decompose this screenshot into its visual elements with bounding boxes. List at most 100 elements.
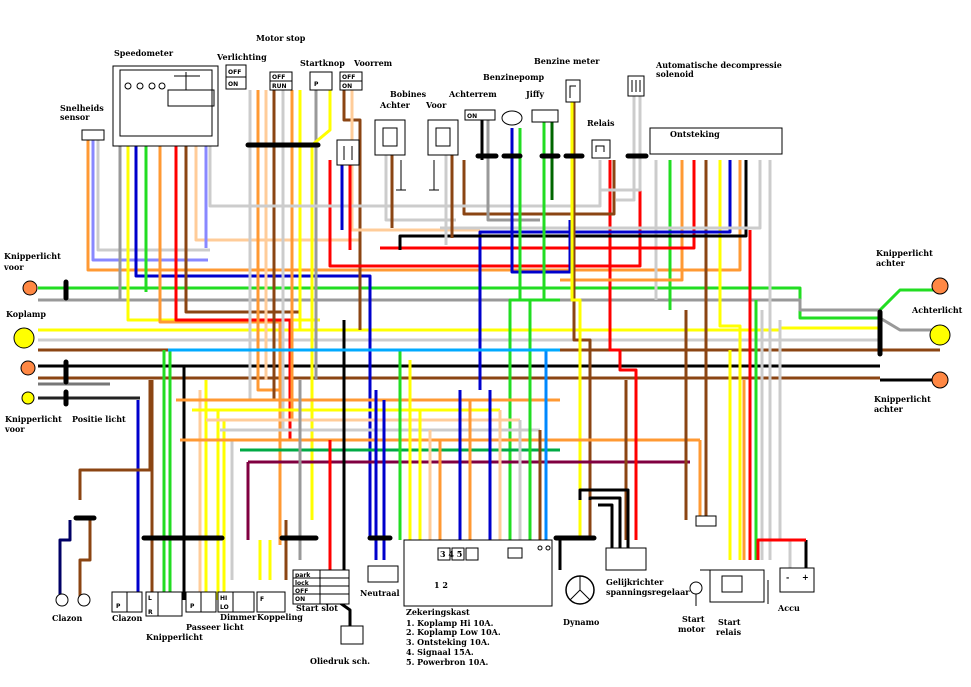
mark-slot-off: OFF — [295, 588, 308, 595]
label-positie-licht: Positie licht — [72, 414, 126, 424]
mark-fuse-top: 3 4 5 — [440, 549, 462, 559]
oliedruk-switch — [340, 625, 364, 645]
connector-blank — [695, 515, 717, 527]
mark-verl-on: ON — [228, 81, 238, 88]
label-zekeringskast: Zekeringskast — [406, 607, 470, 617]
label-jiffy: Jiffy — [525, 89, 544, 99]
label-knipper-achter-top-2: achter — [876, 258, 906, 268]
benzinepomp — [501, 110, 523, 126]
label-passeer-licht: Passeer licht — [186, 622, 244, 632]
mark-fuse-nums: 1 2 — [434, 580, 448, 590]
mark-rem-on: ON — [342, 83, 352, 90]
label-motor-stop: Motor stop — [256, 33, 306, 43]
label-startknop: Startknop — [300, 58, 345, 68]
label-knipper-voor-2: voor — [3, 262, 24, 272]
label-voorrem: Voorrem — [353, 58, 393, 68]
ontsteking-unit — [649, 127, 783, 155]
mark-slot-on: ON — [295, 596, 305, 603]
mark-verl-off: OFF — [228, 69, 241, 76]
mark-koppeling-f: F — [260, 596, 264, 603]
label-knipper-achter-top-1: Knipperlicht — [876, 248, 933, 258]
label-knipper-voor-bot-2: voor — [4, 424, 25, 434]
label-knipperlicht-switch: Knipperlicht — [146, 632, 203, 642]
label-bobines: Bobines — [390, 89, 427, 99]
regulator-box — [605, 547, 647, 571]
clazon-switch — [111, 591, 143, 613]
label-achterlicht: Achterlicht — [911, 305, 963, 315]
label-ontsteking: Ontsteking — [670, 129, 720, 139]
passeer-switch — [185, 591, 217, 613]
label-knipper-achter-bot-1: Knipperlicht — [874, 394, 931, 404]
mark-passeer-p: P — [190, 603, 195, 610]
fuse-4: 4. Signaal 15A. — [406, 647, 474, 657]
zekeringskast-box — [403, 539, 553, 607]
speedometer — [112, 65, 219, 147]
mark-dimmer-hi: HI — [220, 595, 227, 602]
label-neutraal: Neutraal — [360, 588, 400, 598]
lamps — [13, 277, 951, 405]
spark-plug-rear — [336, 139, 360, 166]
start-motor — [689, 569, 713, 606]
label-start-motor-2: motor — [678, 624, 706, 634]
label-start-relais-1: Start — [718, 617, 741, 627]
bobine-rear — [374, 119, 406, 191]
label-snelheids: Snelheids — [60, 103, 104, 113]
fuse-3: 3. Ontsteking 10A. — [406, 637, 490, 647]
clazon-horns — [55, 593, 91, 607]
mark-accu-plus: + — [802, 572, 809, 582]
label-achter: Achter — [379, 100, 411, 110]
mark-slot-park: park — [295, 572, 311, 579]
neutraal-switch — [367, 565, 399, 583]
label-voor: Voor — [425, 100, 447, 110]
voorrem-switch — [339, 71, 363, 91]
label-sensor: sensor — [60, 112, 90, 122]
dimmer-switch — [217, 591, 255, 613]
speed-sensor — [81, 129, 105, 141]
label-start-motor-1: Start — [682, 614, 705, 624]
verlichting-switch — [225, 64, 247, 90]
jiffy-switch — [531, 109, 559, 123]
label-oliedruk: Oliedruk sch. — [310, 656, 370, 666]
label-auto-decomp: Automatische decompressie — [655, 60, 782, 70]
label-benzine-meter: Benzine meter — [534, 56, 600, 66]
mark-rem-off: OFF — [342, 74, 355, 81]
label-start-slot: Start slot — [296, 603, 338, 613]
koppeling-switch — [256, 591, 286, 613]
label-verlichting: Verlichting — [216, 52, 267, 62]
bobine-front — [427, 119, 459, 191]
label-koppeling: Koppeling — [257, 612, 303, 622]
relais-box — [591, 139, 611, 159]
mark-start-p: P — [314, 81, 319, 88]
label-koplamp: Koplamp — [6, 309, 46, 319]
mark-dimmer-lo: LO — [220, 604, 229, 611]
mark-knipper-l: L — [148, 595, 152, 602]
mark-slot-lock: lock — [295, 580, 310, 587]
label-solenoid: solenoid — [656, 69, 694, 79]
mark-clazon-p: P — [116, 603, 121, 610]
accu-battery — [767, 567, 815, 604]
fuse-2: 2. Koplamp Low 10A. — [406, 627, 501, 637]
start-relais-box — [709, 569, 765, 603]
fuse-5: 5. Powerbron 10A. — [406, 657, 489, 667]
label-start-relais-2: relais — [716, 627, 742, 637]
label-benzinepomp: Benzinepomp — [483, 72, 545, 82]
motor-stop-switch — [269, 71, 293, 91]
mark-achterrem-on: ON — [467, 113, 477, 120]
label-knipper-voor-bot-1: Knipperlicht — [5, 414, 62, 424]
label-knipper-achter-bot-2: achter — [874, 404, 904, 414]
wire-harness — [38, 90, 940, 630]
achterrem-switch — [464, 109, 496, 121]
benzine-meter — [565, 79, 581, 103]
dynamo-symbol — [565, 575, 595, 605]
label-achterrem: Achterrem — [448, 89, 497, 99]
start-slot — [292, 569, 350, 605]
label-accu: Accu — [777, 603, 800, 613]
mark-knipper-r: R — [148, 609, 153, 616]
label-speedometer: Speedometer — [114, 48, 174, 58]
label-clazon-2: Clazon — [112, 613, 142, 623]
decompression-solenoid — [627, 75, 645, 97]
label-gelijkrichter-2: spanningsregelaar — [606, 587, 690, 597]
label-relais: Relais — [587, 118, 615, 128]
